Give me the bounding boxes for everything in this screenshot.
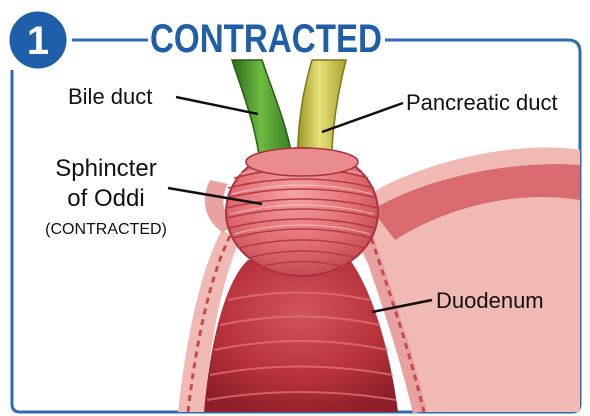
pancreatic-duct-label: Pancreatic duct xyxy=(406,90,558,115)
diagram-title: CONTRACTED xyxy=(150,17,382,61)
sphincter-of-oddi xyxy=(226,148,378,276)
sphincter-state-label: (CONTRACTED) xyxy=(45,221,167,238)
sphincter-label-line1: Sphincter xyxy=(55,155,156,182)
duodenum-label: Duodenum xyxy=(436,288,544,313)
bile-duct-label: Bile duct xyxy=(68,84,152,109)
step-number: 1 xyxy=(27,19,49,63)
step-number-badge: 1 xyxy=(8,10,68,70)
sphincter-label-line2: of Oddi xyxy=(67,185,144,212)
